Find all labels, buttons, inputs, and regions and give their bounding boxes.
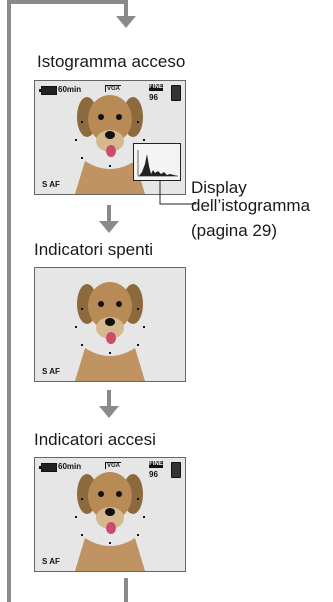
battery-time: 60min — [58, 85, 82, 94]
camera-screen: 60min VGA FINE 96 S AF — [34, 457, 186, 572]
camera-screen: S AF — [34, 267, 186, 382]
down-arrow-icon — [116, 0, 136, 28]
dog-photo — [35, 81, 185, 194]
battery-time: 60min — [58, 462, 82, 471]
step-title: Istogramma acceso — [37, 52, 186, 71]
quality-indicator: FINE — [149, 461, 163, 468]
callout-leader-line — [159, 180, 196, 205]
callout-line-3: (pagina 29) — [191, 221, 278, 240]
quality-indicator: FINE — [149, 84, 163, 91]
shots-remaining: 96 — [149, 93, 158, 102]
shots-remaining: 96 — [149, 470, 158, 479]
step-title: Indicatori spenti — [34, 240, 154, 259]
step-title: Indicatori accesi — [34, 430, 156, 449]
callout-line-1: Display — [191, 178, 247, 197]
flow-line-top — [7, 0, 128, 4]
focus-mode: S AF — [42, 557, 60, 566]
memory-card-icon — [171, 85, 181, 101]
down-arrow-icon — [99, 205, 119, 233]
flow-line-left — [7, 0, 11, 602]
histogram-display — [133, 143, 181, 181]
camera-screen: 60min VGA FINE 96 S AF — [34, 80, 186, 195]
image-size-indicator: VGA — [105, 462, 122, 469]
dog-photo — [35, 268, 185, 381]
histogram-graph — [137, 150, 178, 177]
callout-line-2: dell’istogramma — [191, 196, 311, 215]
dog-photo — [35, 458, 185, 571]
focus-mode: S AF — [42, 180, 60, 189]
flow-line-bottom-stub — [124, 578, 128, 602]
down-arrow-icon — [99, 390, 119, 418]
battery-icon — [39, 463, 57, 472]
focus-mode: S AF — [42, 367, 60, 376]
battery-icon — [39, 86, 57, 95]
memory-card-icon — [171, 462, 181, 478]
image-size-indicator: VGA — [105, 85, 122, 92]
